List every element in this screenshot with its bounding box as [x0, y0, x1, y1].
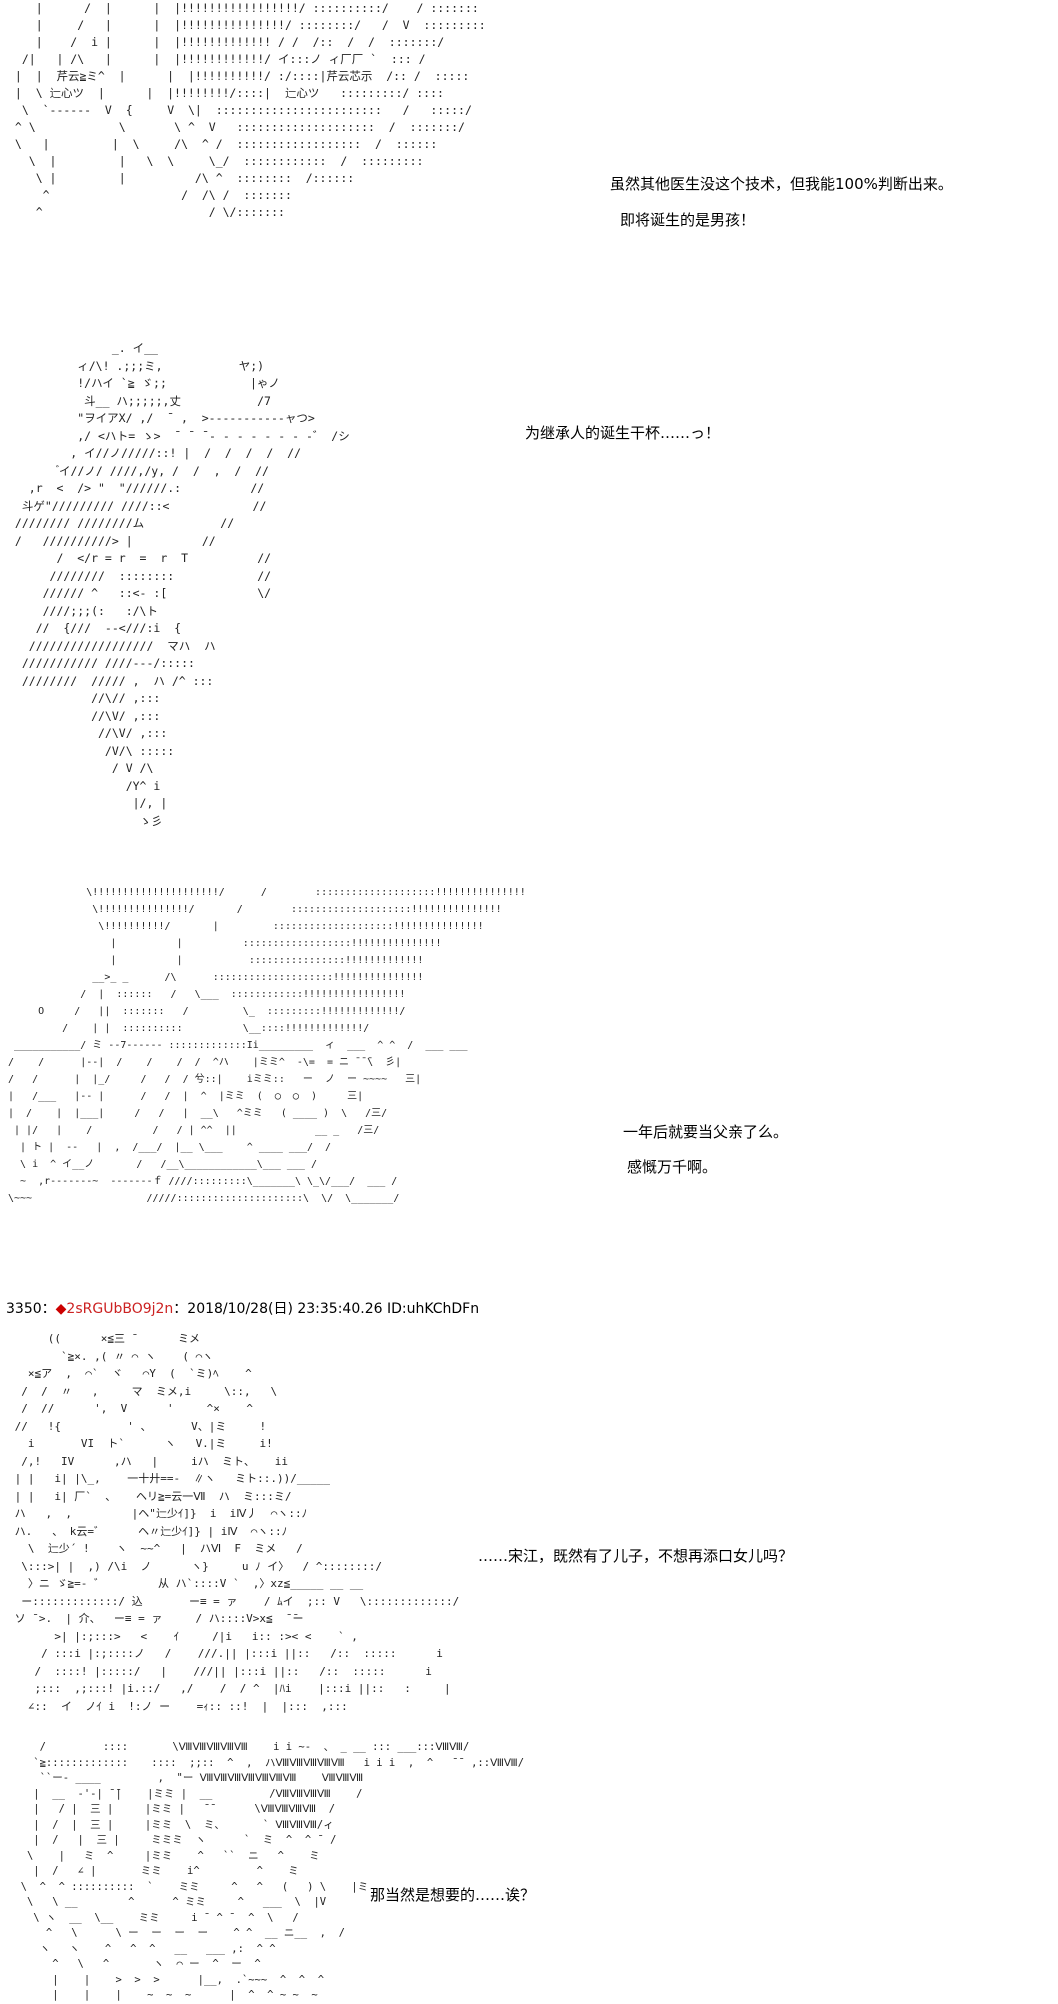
post-id[interactable]: ID:uhKChDFn	[386, 1301, 480, 1317]
ascii-art-panel-3: \!!!!!!!!!!!!!!!!!!!!!/ / ::::::::::::::…	[8, 887, 526, 1204]
dialogue-line: 为继承人的诞生干杯……っ！	[525, 424, 721, 442]
dialogue-line: 一年后就要当父亲了么。	[623, 1123, 789, 1141]
post-separator: ：	[41, 1301, 56, 1317]
ascii-art-panel-2: _. イ__ ィ/\! .;;;ミ, ヤ;) !/ハイ `≧ ゞ;; |ゃノ 斗…	[14, 341, 350, 828]
trip-diamond-icon: ◆	[55, 1301, 67, 1317]
ascii-art-panel-5: / :::: \ⅧⅧⅧⅧⅧ i i ~‐ 、 _ __ ::: ___:::ⅧⅧ…	[20, 1741, 525, 2001]
post-number[interactable]: 3350	[6, 1301, 42, 1317]
post-tripcode: 2sRGUbBO9j2n	[66, 1301, 174, 1317]
post-header: 3350：◆2sRGUbBO9j2n：2018/10/28(日) 23:35:4…	[6, 1300, 479, 1318]
post-date-separator: ：	[173, 1301, 188, 1317]
dialogue-line: 即将诞生的是男孩！	[620, 211, 756, 229]
post-datetime: 2018/10/28(日) 23:35:40.26	[187, 1301, 383, 1317]
dialogue-line: 虽然其他医生没这个技术，但我能100%判断出来。	[610, 175, 953, 193]
ascii-art-panel-4: (( ×≦三 ̄ ミメ `≧×. ,( 〃 ⌒ ヽ ( ⌒ヽ ×≦ア , ⌒` …	[14, 1332, 460, 1713]
dialogue-line: 那当然是想要的……诶？	[370, 1886, 536, 1904]
dialogue-line: 感慨万千啊。	[627, 1158, 718, 1176]
dialogue-line: ……宋江，既然有了儿子，不想再添口女儿吗？	[478, 1547, 794, 1565]
ascii-art-panel-1: | / | | |!!!!!!!!!!!!!!!!!/ ::::::::::/ …	[14, 1, 486, 219]
